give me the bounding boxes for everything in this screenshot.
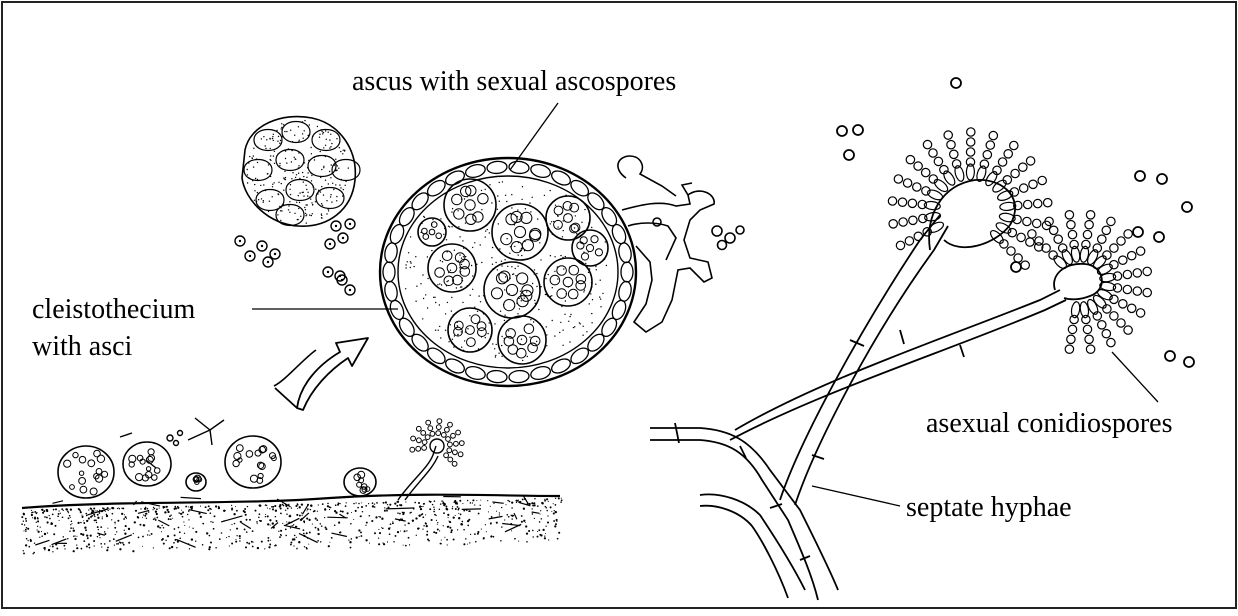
free-ascospore-cluster [242,117,360,227]
conidiophores [730,78,1194,505]
label-ascus: ascus with sexual ascospores [352,66,676,97]
conidiospores-leader [1112,352,1158,402]
label-with-asci: with asci [32,331,133,362]
ascus [546,196,590,240]
cleistothecium [380,158,636,386]
label-conidiospores: asexual conidiospores [926,408,1173,439]
substrate-surface [21,495,562,555]
label-hyphae: septate hyphae [906,492,1072,523]
ascus [498,316,546,364]
small-conidiophore [398,419,464,500]
label-cleistothecium: cleistothecium [32,294,196,325]
ground-cleistothecia [58,436,376,498]
ground-cleistothecium [123,442,171,486]
attached-hypha [618,156,744,332]
loose-ascospores [235,219,355,295]
septate-hyphae [650,423,838,600]
ascus [444,179,496,231]
hyphae-leader [812,486,900,506]
